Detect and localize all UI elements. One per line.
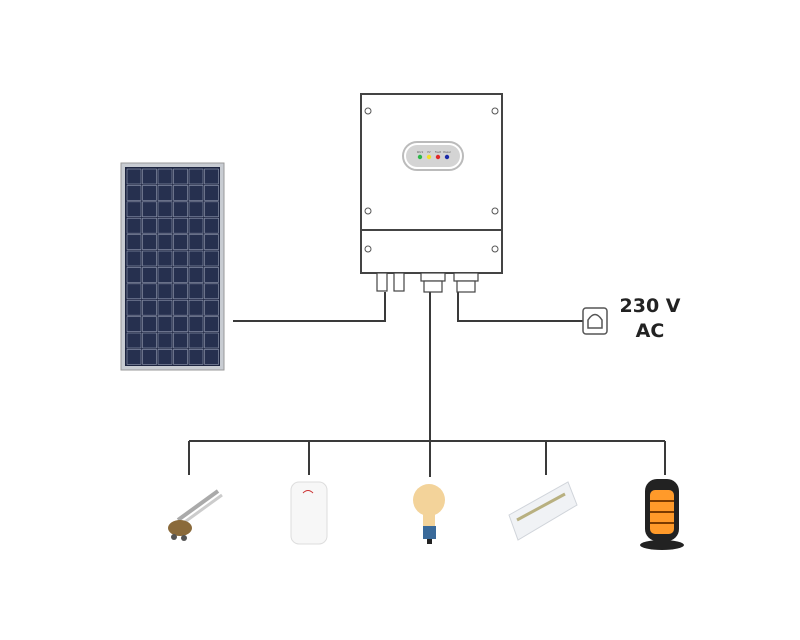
solar-cell [157, 250, 173, 267]
solar-cell [188, 250, 204, 267]
cable-gland-load [420, 272, 446, 282]
led-fault [435, 154, 441, 160]
solar-cell [204, 185, 219, 201]
solar-cell [173, 234, 188, 250]
led-work [417, 154, 423, 160]
solar-cell [142, 267, 157, 283]
solar-cell [157, 234, 173, 250]
solar-cell [204, 349, 219, 365]
solar-cell [204, 332, 219, 349]
solar-cell [126, 316, 142, 332]
solar-cell [157, 185, 173, 201]
led-power [444, 154, 450, 160]
solar-cell [173, 217, 188, 234]
solar-cell [204, 283, 219, 300]
solar-cell [173, 250, 188, 267]
solar-cell [142, 185, 157, 201]
light-bulb-icon [413, 484, 445, 544]
solar-cell [142, 217, 157, 234]
solar-cell [126, 201, 142, 218]
solar-cell [188, 316, 204, 332]
solar-cell [204, 201, 219, 218]
led-label: Power [443, 150, 452, 154]
solar-cell [188, 332, 204, 349]
pv-connector-pos [393, 272, 405, 292]
solar-cell [188, 267, 204, 283]
halogen-heater-icon [640, 479, 684, 550]
infrared-heater-icon [508, 481, 578, 541]
solar-cell [157, 332, 173, 349]
solar-cell [157, 217, 173, 234]
solar-cell [173, 283, 188, 300]
solar-cell [204, 217, 219, 234]
solar-cell [188, 283, 204, 300]
pv-wire [233, 292, 386, 322]
solar-cell [142, 168, 157, 185]
solar-cell [157, 201, 173, 218]
solar-cell [188, 299, 204, 316]
solar-cell [173, 332, 188, 349]
solar-cell [204, 250, 219, 267]
solar-cell [142, 234, 157, 250]
solar-cell [173, 185, 188, 201]
immersion-heater-icon [168, 489, 223, 541]
solar-cell [188, 168, 204, 185]
led-label: Work [417, 150, 424, 154]
solar-cell [157, 299, 173, 316]
solar-cell [204, 168, 219, 185]
solar-cell [126, 185, 142, 201]
solar-cell [126, 168, 142, 185]
solar-cell [188, 201, 204, 218]
solar-cell [204, 299, 219, 316]
solar-cell [126, 267, 142, 283]
cable-gland-grid [453, 272, 479, 282]
solar-cell [142, 283, 157, 300]
solar-cell [126, 217, 142, 234]
wires [188, 290, 666, 477]
solar-cell [173, 267, 188, 283]
solar-cell [173, 201, 188, 218]
solar-cell [188, 234, 204, 250]
solar-cell [126, 283, 142, 300]
solar-cell [126, 299, 142, 316]
solar-cell [142, 332, 157, 349]
solar-cell [188, 349, 204, 365]
solar-cell [126, 234, 142, 250]
solar-cell [142, 250, 157, 267]
led-label: PV [427, 150, 431, 154]
led-label: Fault [435, 150, 441, 154]
solar-cell [188, 217, 204, 234]
solar-cell [173, 299, 188, 316]
solar-cell [157, 349, 173, 365]
solar-cell [173, 168, 188, 185]
grid-outlet-icon [582, 307, 608, 335]
solar-cell [142, 316, 157, 332]
solar-cell [173, 349, 188, 365]
solar-cell [126, 349, 142, 365]
pv-connector-neg [376, 272, 388, 292]
solar-cell [204, 267, 219, 283]
solar-cell [188, 185, 204, 201]
solar-panel-icon [120, 162, 225, 371]
solar-cell [173, 316, 188, 332]
led-pv [426, 154, 432, 160]
solar-cell [142, 349, 157, 365]
water-boiler-icon [290, 481, 328, 545]
solar-cell [157, 168, 173, 185]
solar-cell [157, 267, 173, 283]
grid-wire [457, 290, 583, 322]
solar-cell [126, 250, 142, 267]
solar-cell [157, 316, 173, 332]
solar-cell [157, 283, 173, 300]
grid-voltage-label: 230 V [619, 295, 681, 317]
grid-type-label: AC [635, 320, 665, 342]
solar-cell [142, 299, 157, 316]
solar-cell [126, 332, 142, 349]
solar-cell [204, 316, 219, 332]
solar-cell [204, 234, 219, 250]
solar-cell [142, 201, 157, 218]
